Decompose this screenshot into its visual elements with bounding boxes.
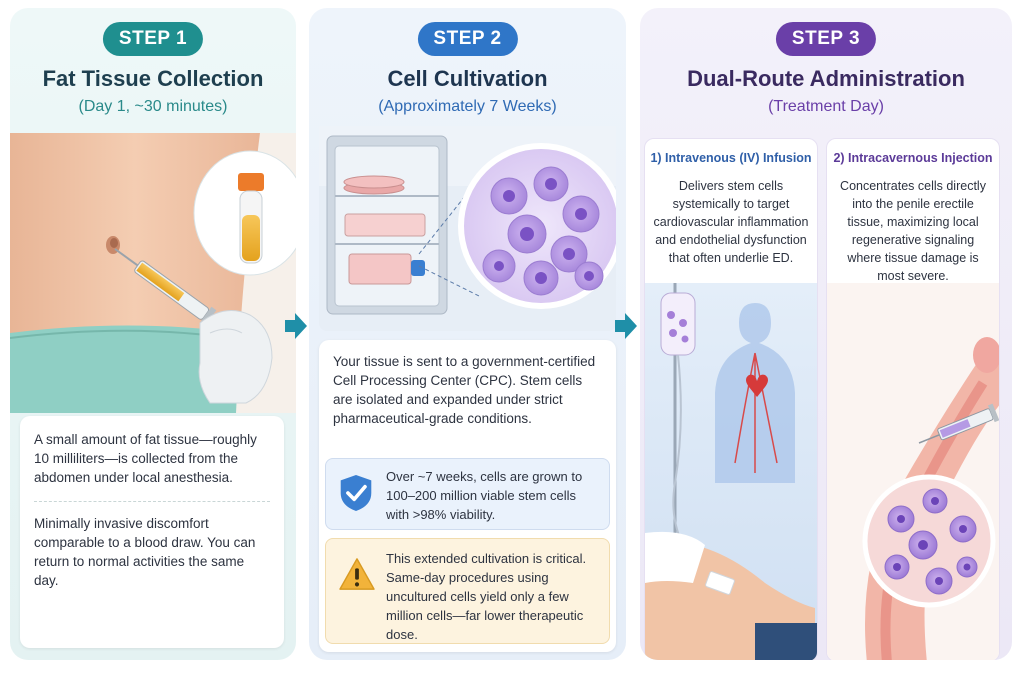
route-iv-card: 1) Intravenous (IV) Infusion Delivers st… [644, 138, 818, 660]
fat-collection-illustration [10, 133, 296, 413]
step1-description: A small amount of fat tissue—roughly 10 … [34, 432, 257, 485]
step3-title: Dual-Route Administration [687, 66, 965, 91]
shield-check-icon [340, 475, 372, 511]
step1-recovery-note: Minimally invasive discomfort comparable… [34, 516, 256, 588]
step1-divider [34, 501, 270, 502]
cell-cultivation-illustration [319, 126, 616, 331]
step3-panel: STEP 3 Dual-Route Administration (Treatm… [640, 8, 1012, 660]
iv-infusion-illustration [645, 283, 817, 660]
route-iv-text: Delivers stem cells systemically to targ… [653, 179, 809, 265]
step1-title: Fat Tissue Collection [42, 66, 264, 91]
step3-subtitle: (Treatment Day) [768, 98, 884, 115]
step2-warning-note: This extended cultivation is critical. S… [325, 538, 610, 644]
step2-title: Cell Cultivation [387, 66, 548, 91]
step2-badge: STEP 2 [417, 22, 518, 56]
intracavernous-injection-illustration [827, 283, 999, 660]
route-ic-title: 2) Intracavernous Injection [833, 151, 993, 165]
step1-badge: STEP 1 [102, 22, 204, 56]
step2-warning-text: This extended cultivation is critical. S… [386, 551, 587, 642]
arrow-right-icon [615, 313, 637, 339]
step2-subtitle: (Approximately 7 Weeks) [378, 98, 557, 115]
warning-icon [339, 558, 375, 590]
step2-info-note: Over ~7 weeks, cells are grown to 100–20… [325, 458, 610, 530]
arrow-right-icon [285, 313, 307, 339]
step2-info-text: Over ~7 weeks, cells are grown to 100–20… [386, 469, 583, 522]
route-ic-text: Concentrates cells directly into the pen… [840, 179, 986, 283]
step3-badge: STEP 3 [775, 22, 877, 56]
step1-panel: STEP 1 Fat Tissue Collection (Day 1, ~30… [10, 8, 296, 660]
step2-panel: STEP 2 Cell Cultivation (Approximately 7… [309, 8, 626, 660]
step2-description: Your tissue is sent to a government-cert… [333, 354, 596, 426]
route-iv-title: 1) Intravenous (IV) Infusion [650, 151, 812, 165]
step1-subtitle: (Day 1, ~30 minutes) [78, 98, 228, 115]
route-ic-card: 2) Intracavernous Injection Concentrates… [826, 138, 1000, 660]
step1-text-card: A small amount of fat tissue—roughly 10 … [20, 416, 284, 648]
